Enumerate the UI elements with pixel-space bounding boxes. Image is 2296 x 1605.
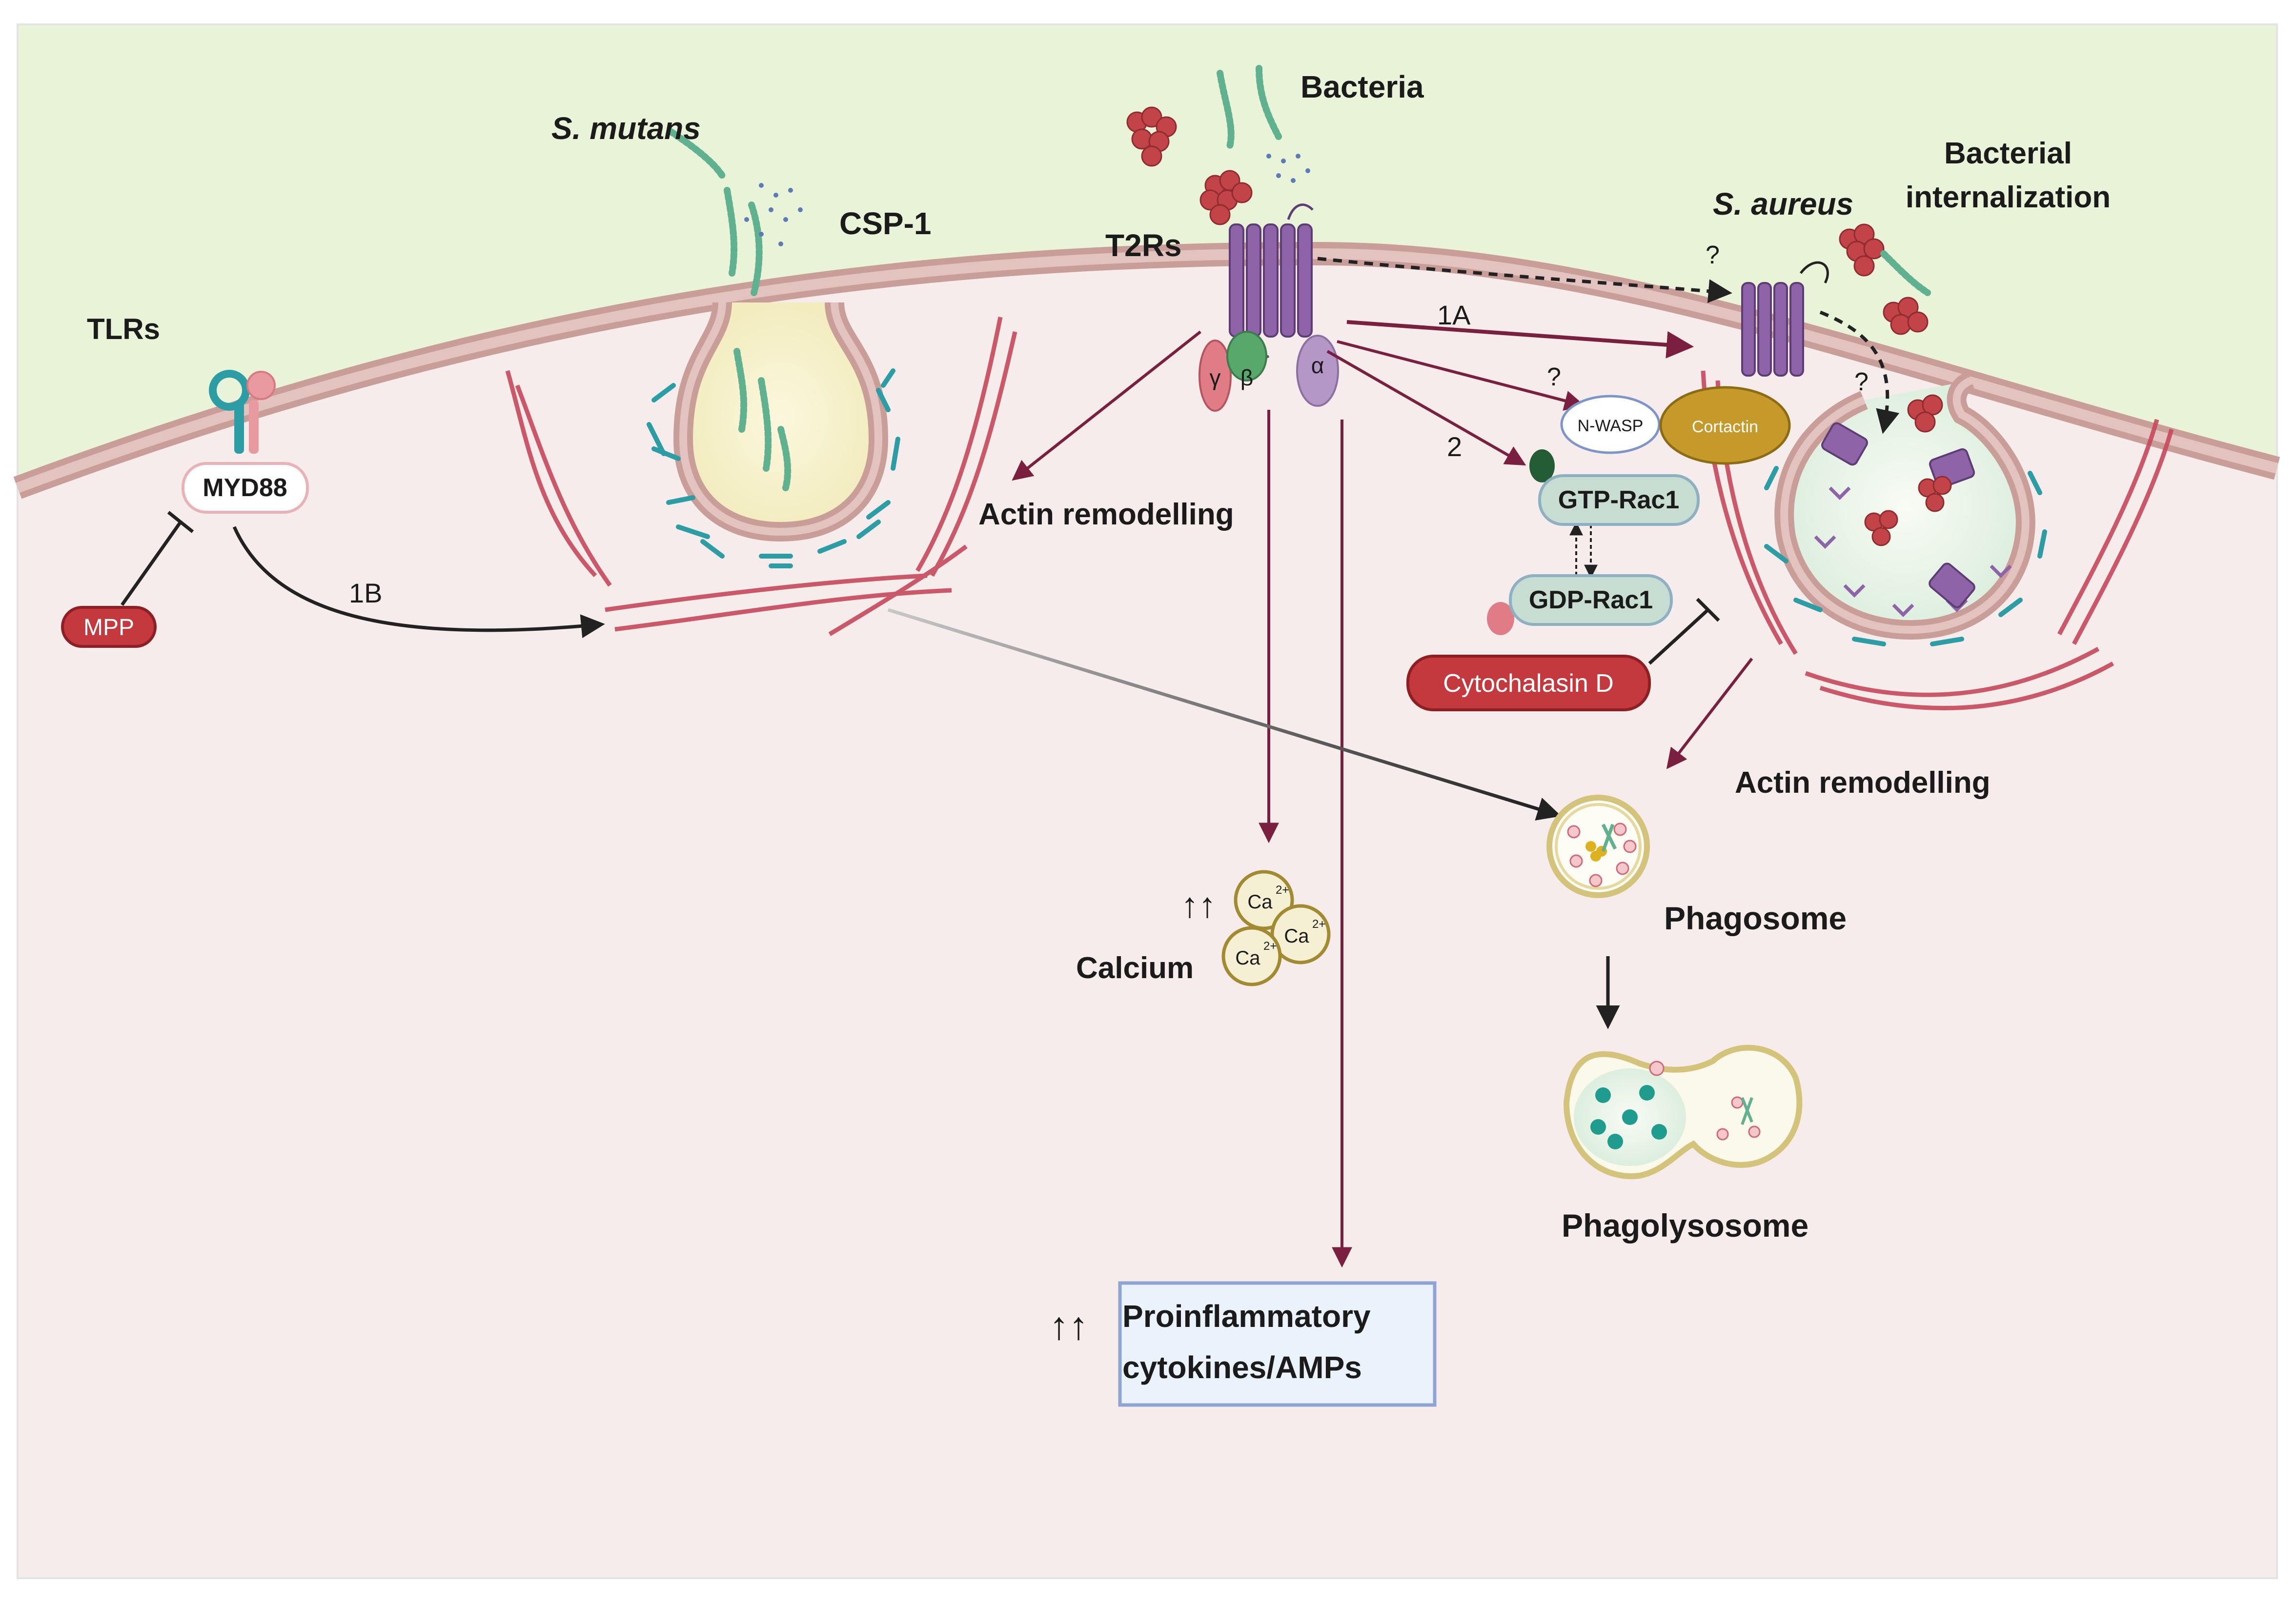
nwasp-node <box>1560 395 1661 454</box>
signal-arrows <box>1012 320 1753 1268</box>
ca-ion-1: Ca <box>1247 891 1273 913</box>
question-nwasp: ? <box>1547 363 1561 391</box>
csp1-peptides <box>744 154 1310 246</box>
cytokines-line1: Proinflammatory <box>1122 1299 1371 1334</box>
nwasp-label: N-WASP <box>1578 417 1644 435</box>
mpp-label: MPP <box>83 615 134 641</box>
phagolysosome-label: Phagolysosome <box>1562 1207 1808 1244</box>
internalization-dashed-arrows <box>1317 257 1900 434</box>
actin-remodelling-right-label: Actin remodelling <box>1735 766 1991 800</box>
endocytic-vesicle <box>673 302 889 542</box>
gdp-rac1-label: GDP-Rac1 <box>1529 586 1653 614</box>
cortactin-node <box>1659 386 1791 465</box>
myd88-label: MYD88 <box>203 474 287 502</box>
s-mutans-chains <box>668 65 1931 491</box>
path-2-label: 2 <box>1447 431 1462 462</box>
ca-charge-1: 2+ <box>1276 883 1289 897</box>
rac1-exchange-arrows <box>1569 522 1598 579</box>
ca-ion-2: Ca <box>1284 925 1309 947</box>
ca-charge-3: 2+ <box>1263 940 1277 953</box>
bacteria-cluster-top <box>1126 106 1253 225</box>
bacterial-internalization-line2: internalization <box>1906 181 2111 214</box>
actin-network-left <box>505 317 1017 636</box>
cytokines-box <box>1118 1281 1437 1407</box>
s-mutans-label: S. mutans <box>551 111 701 146</box>
phagosome-label: Phagosome <box>1664 900 1847 936</box>
bacteria-cluster-aureus <box>1839 223 1952 546</box>
inhibition-cytochalasin <box>1648 598 1720 665</box>
clathrin-coat-left <box>647 368 900 568</box>
myd88-node <box>182 462 309 514</box>
bacteria-label: Bacteria <box>1300 69 1424 104</box>
phagosome <box>1546 795 1650 898</box>
gtp-rac1-label: GTP-Rac1 <box>1558 486 1680 514</box>
calcium-up-arrows: ↑↑ <box>1181 886 1216 925</box>
csp1-label: CSP-1 <box>839 206 932 241</box>
arrow-to-phagosome <box>887 608 1562 821</box>
tlr-receptor <box>209 370 276 454</box>
path-1b-label: 1B <box>349 578 383 608</box>
beta-subunit-label: β <box>1240 365 1253 390</box>
mpp-node <box>61 606 157 648</box>
cytokines-line2: cytokines/AMPs <box>1122 1350 1362 1385</box>
s-aureus-label: S. aureus <box>1713 186 1853 221</box>
gdp-marker <box>1487 602 1514 635</box>
alpha-subunit-label: α <box>1311 353 1324 378</box>
t2rs-label: T2Rs <box>1105 228 1182 263</box>
t2r-receptor-main <box>1229 203 1314 360</box>
frame-border <box>17 23 2278 1579</box>
gtp-rac1-node <box>1538 474 1700 526</box>
cytochalasin-label: Cytochalasin D <box>1443 669 1614 698</box>
question-internalization: ? <box>1706 241 1720 269</box>
t2r-receptor-right <box>1741 261 1829 377</box>
gtp-marker <box>1529 449 1555 482</box>
path-1a-label: 1A <box>1437 300 1471 330</box>
bacterial-internalization-line1: Bacterial <box>1944 137 2072 170</box>
actin-remodelling-center-label: Actin remodelling <box>978 498 1234 531</box>
inhibition-mpp <box>121 511 194 606</box>
tlrs-label: TLRs <box>87 313 160 345</box>
cortactin-label: Cortactin <box>1692 418 1758 436</box>
phagolysosome <box>1563 1044 1803 1180</box>
arrow-1b <box>232 526 605 639</box>
calcium-label: Calcium <box>1076 951 1194 985</box>
cytokines-up-arrows: ↑↑ <box>1049 1304 1088 1347</box>
question-vesicle: ? <box>1854 368 1869 396</box>
ca-ion-3: Ca <box>1235 947 1260 969</box>
gdp-rac1-node <box>1509 574 1673 626</box>
calcium-ions <box>1221 870 1331 986</box>
gamma-subunit-label: γ <box>1210 365 1221 390</box>
ca-charge-2: 2+ <box>1312 918 1325 931</box>
cytochalasin-node <box>1406 655 1651 711</box>
t2r-receptors-vesicle <box>1821 422 1975 608</box>
